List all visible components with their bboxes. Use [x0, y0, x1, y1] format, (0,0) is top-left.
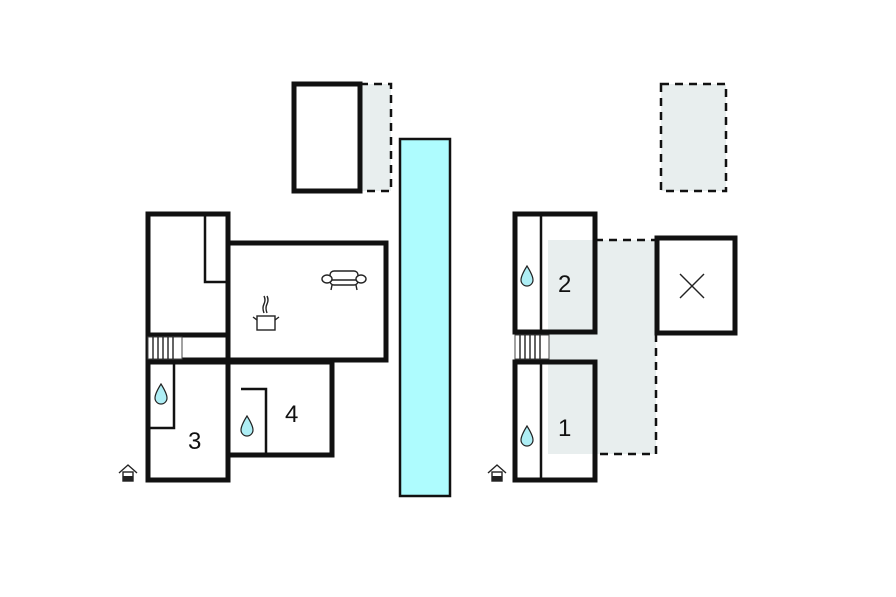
terrace-edge-right [595, 334, 658, 456]
water-drop-icon [520, 264, 534, 287]
terrace-top-right [659, 82, 728, 193]
left-house [145, 211, 389, 483]
water-drop-icon [240, 414, 254, 437]
bedroom-4 [225, 359, 335, 458]
void-room [654, 235, 738, 336]
water-drop-icon [154, 382, 168, 405]
water-drop-icon [520, 424, 534, 447]
x-cross-icon [679, 273, 705, 299]
bathroom-4-wall [241, 387, 268, 455]
room-label-4: 4 [285, 401, 298, 428]
room-label-3: 3 [188, 428, 201, 455]
swimming-pool [398, 137, 452, 498]
terrace-top-left [358, 82, 393, 193]
house-entrance-icon [118, 464, 138, 482]
bedroom-2 [512, 211, 598, 335]
sofa-icon [321, 270, 367, 291]
bedroom-3 [145, 359, 231, 483]
living-kitchen-room [225, 240, 389, 363]
house-entrance-icon [487, 464, 507, 482]
annex-building-left [291, 81, 363, 194]
stairs-icon [514, 334, 550, 360]
terrace-right [548, 240, 656, 454]
bathroom-3-wall [150, 362, 176, 430]
stairs-icon [147, 336, 183, 360]
room-label-1: 1 [558, 415, 571, 442]
closet-wall [203, 214, 228, 284]
bedroom-1 [512, 359, 598, 483]
room-label-2: 2 [558, 271, 571, 298]
cooking-pot-icon [252, 295, 280, 331]
